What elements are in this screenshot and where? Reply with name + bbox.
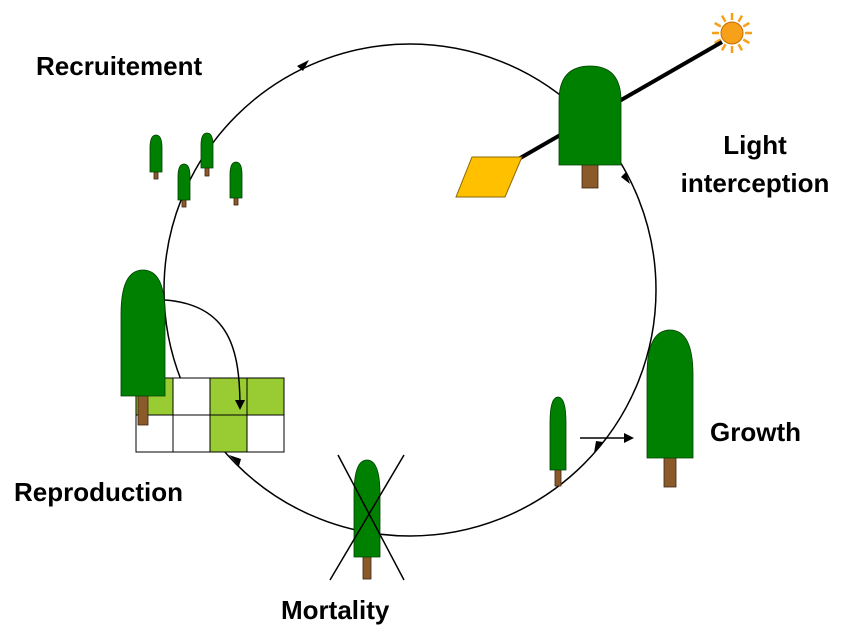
tree-mortality <box>353 459 381 580</box>
recruitement-label: Recruitement <box>36 51 203 81</box>
light-interception-label: Light interception <box>680 130 830 198</box>
grid-cell <box>172 377 211 416</box>
tree-growth-large <box>646 329 694 488</box>
trees-layer <box>149 65 694 580</box>
reproduction-arrow <box>164 299 245 410</box>
tree-crown <box>200 132 214 169</box>
tree-light-interception <box>558 65 622 189</box>
tree-crown <box>646 329 694 459</box>
growth-label: Growth <box>710 417 801 447</box>
grid-cell <box>246 414 285 453</box>
cycle-arrow-right <box>621 172 630 184</box>
tree-growth-small <box>549 396 567 487</box>
grid-cell <box>172 414 211 453</box>
tree-trunk <box>554 468 562 487</box>
tree-recruit-4 <box>229 161 243 206</box>
grid-cell <box>209 377 248 416</box>
tree-crown <box>229 161 243 199</box>
cycle-circle <box>163 43 657 537</box>
tree-reproduction-parent <box>120 269 166 426</box>
tree-crown <box>177 163 191 201</box>
tree-trunk <box>137 394 149 426</box>
cycle-arrow-lower-left <box>229 455 241 466</box>
mortality-cross-icon <box>329 454 405 581</box>
mortality-label: Mortality <box>281 595 390 625</box>
grid-cell <box>246 377 285 416</box>
grid-cell <box>209 414 248 453</box>
tree-crown <box>549 396 567 471</box>
tree-crown <box>558 65 622 166</box>
reproduction-label: Reproduction <box>14 477 183 507</box>
cycle-arrowheads <box>229 60 630 466</box>
cycle-arrow-lower-right <box>594 441 603 453</box>
tree-trunk <box>362 555 372 580</box>
tree-trunk <box>581 163 599 189</box>
tree-recruit-1 <box>149 134 163 180</box>
tree-trunk <box>663 456 677 488</box>
tree-recruit-3 <box>177 163 191 208</box>
sun-icon <box>712 13 752 53</box>
leaf-patch <box>455 156 523 198</box>
tree-recruit-2 <box>200 132 214 177</box>
tree-crown <box>149 134 163 173</box>
cycle-arrow-top <box>297 60 309 71</box>
tree-crown <box>120 269 166 397</box>
